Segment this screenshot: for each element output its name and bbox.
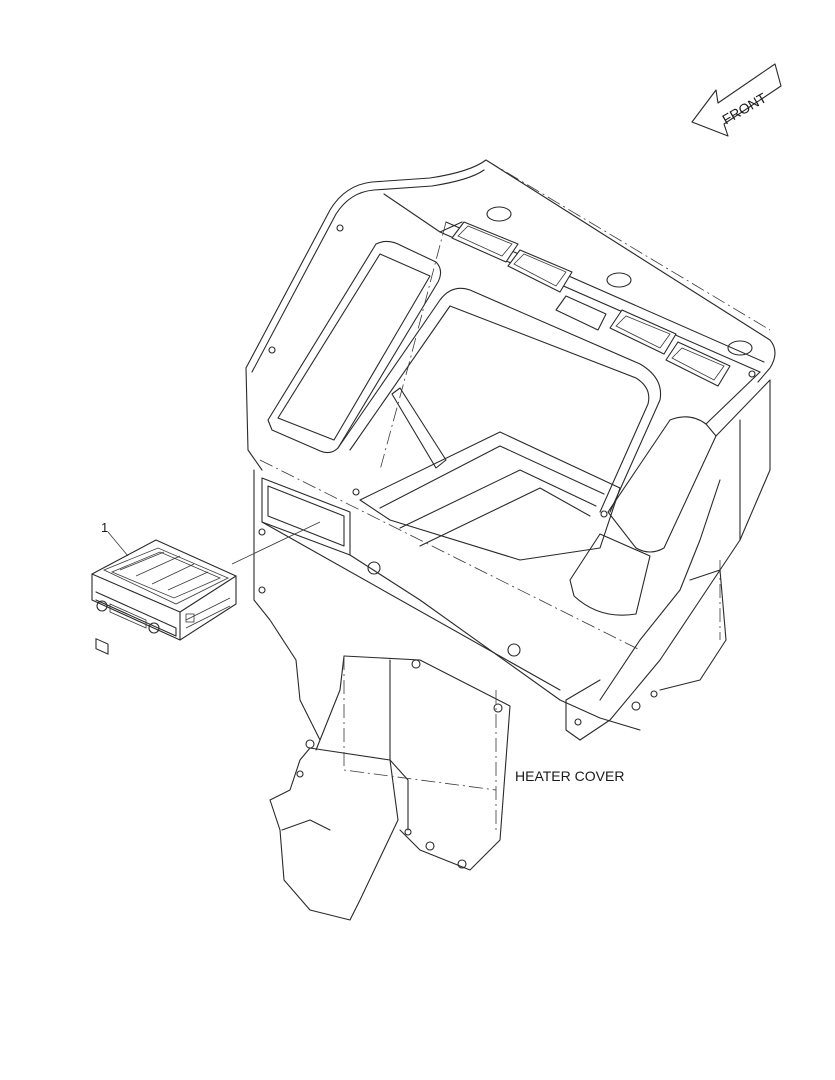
heater-cover-housing — [245, 159, 776, 921]
front-arrow-icon: FRONT — [691, 63, 782, 137]
vent-grilles — [451, 206, 753, 387]
callout-number: 1 — [101, 520, 108, 535]
radio-unit — [91, 539, 237, 655]
radio-leader-line — [231, 521, 321, 565]
center-lines — [259, 159, 771, 830]
callout-leader — [107, 531, 129, 557]
fasteners — [258, 224, 756, 869]
heater-cover-label: HEATER COVER — [515, 768, 624, 784]
